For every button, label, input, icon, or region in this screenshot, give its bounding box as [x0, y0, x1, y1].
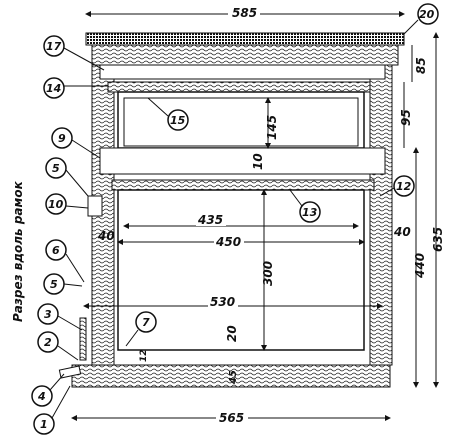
roof-sides	[91, 44, 399, 66]
callout-6: 6	[45, 239, 85, 283]
svg-text:1: 1	[40, 418, 48, 431]
dim-95: 95	[399, 109, 413, 126]
callout-17: 17	[43, 35, 105, 71]
brood-top-bar	[111, 179, 375, 191]
svg-text:12: 12	[396, 180, 412, 193]
dim-12: 12	[139, 349, 149, 362]
entrance-board	[58, 365, 82, 379]
callout-2: 2	[37, 331, 79, 361]
svg-text:9: 9	[58, 132, 66, 145]
dim-635: 635	[431, 227, 445, 252]
svg-text:6: 6	[52, 244, 60, 257]
dim-565: 565	[219, 411, 244, 425]
callout-13: 14	[43, 77, 108, 99]
callout-5-upper: 5	[45, 157, 89, 197]
right-wall	[369, 64, 393, 366]
dim-440: 440	[413, 253, 427, 279]
callout-10: 10	[45, 193, 89, 215]
shallow-frame-inner	[123, 97, 359, 147]
upper-bar	[107, 81, 371, 93]
callout-1: 1	[33, 385, 71, 435]
svg-text:2: 2	[44, 336, 52, 349]
callout-4: 4	[31, 373, 65, 407]
separator-bar	[99, 147, 386, 175]
dim-300: 300	[261, 261, 275, 286]
callout-14: 13	[289, 189, 321, 223]
callout-3: 3	[37, 303, 83, 331]
callout-20: 20	[403, 3, 439, 35]
svg-text:13: 13	[302, 206, 318, 219]
dim-145: 145	[265, 115, 279, 140]
callout-5-lower: 5	[43, 273, 83, 295]
dim-450: 450	[215, 235, 241, 249]
dim-530: 530	[210, 295, 235, 309]
callout-9: 9	[51, 127, 101, 159]
svg-text:7: 7	[142, 316, 150, 329]
svg-text:17: 17	[46, 40, 62, 53]
entrance-block	[87, 195, 103, 217]
dim-45: 45	[228, 370, 239, 385]
dim-40-right: 40	[393, 225, 411, 239]
callout-7: 7	[125, 311, 157, 347]
callout-12: 12	[379, 175, 415, 197]
inner-cover	[99, 64, 386, 80]
brood-frame	[117, 189, 365, 351]
dim-85: 85	[414, 57, 428, 74]
callout-15: 15	[147, 97, 189, 131]
svg-text:14: 14	[46, 82, 61, 95]
svg-text:5: 5	[50, 278, 58, 291]
dim-40-left: 40	[97, 229, 115, 243]
dim-20: 20	[225, 325, 239, 342]
svg-text:20: 20	[419, 8, 435, 21]
landing-board	[79, 317, 87, 361]
roof-lid	[85, 32, 405, 46]
dim-585: 585	[232, 6, 257, 20]
dim-435: 435	[197, 213, 223, 227]
svg-text:4: 4	[37, 390, 46, 403]
svg-text:5: 5	[52, 162, 60, 175]
svg-text:15: 15	[170, 114, 186, 127]
section-caption: Разрез вдоль рамок	[11, 180, 25, 322]
svg-text:10: 10	[48, 198, 64, 211]
dim-10: 10	[251, 153, 265, 170]
svg-text:3: 3	[44, 308, 52, 321]
